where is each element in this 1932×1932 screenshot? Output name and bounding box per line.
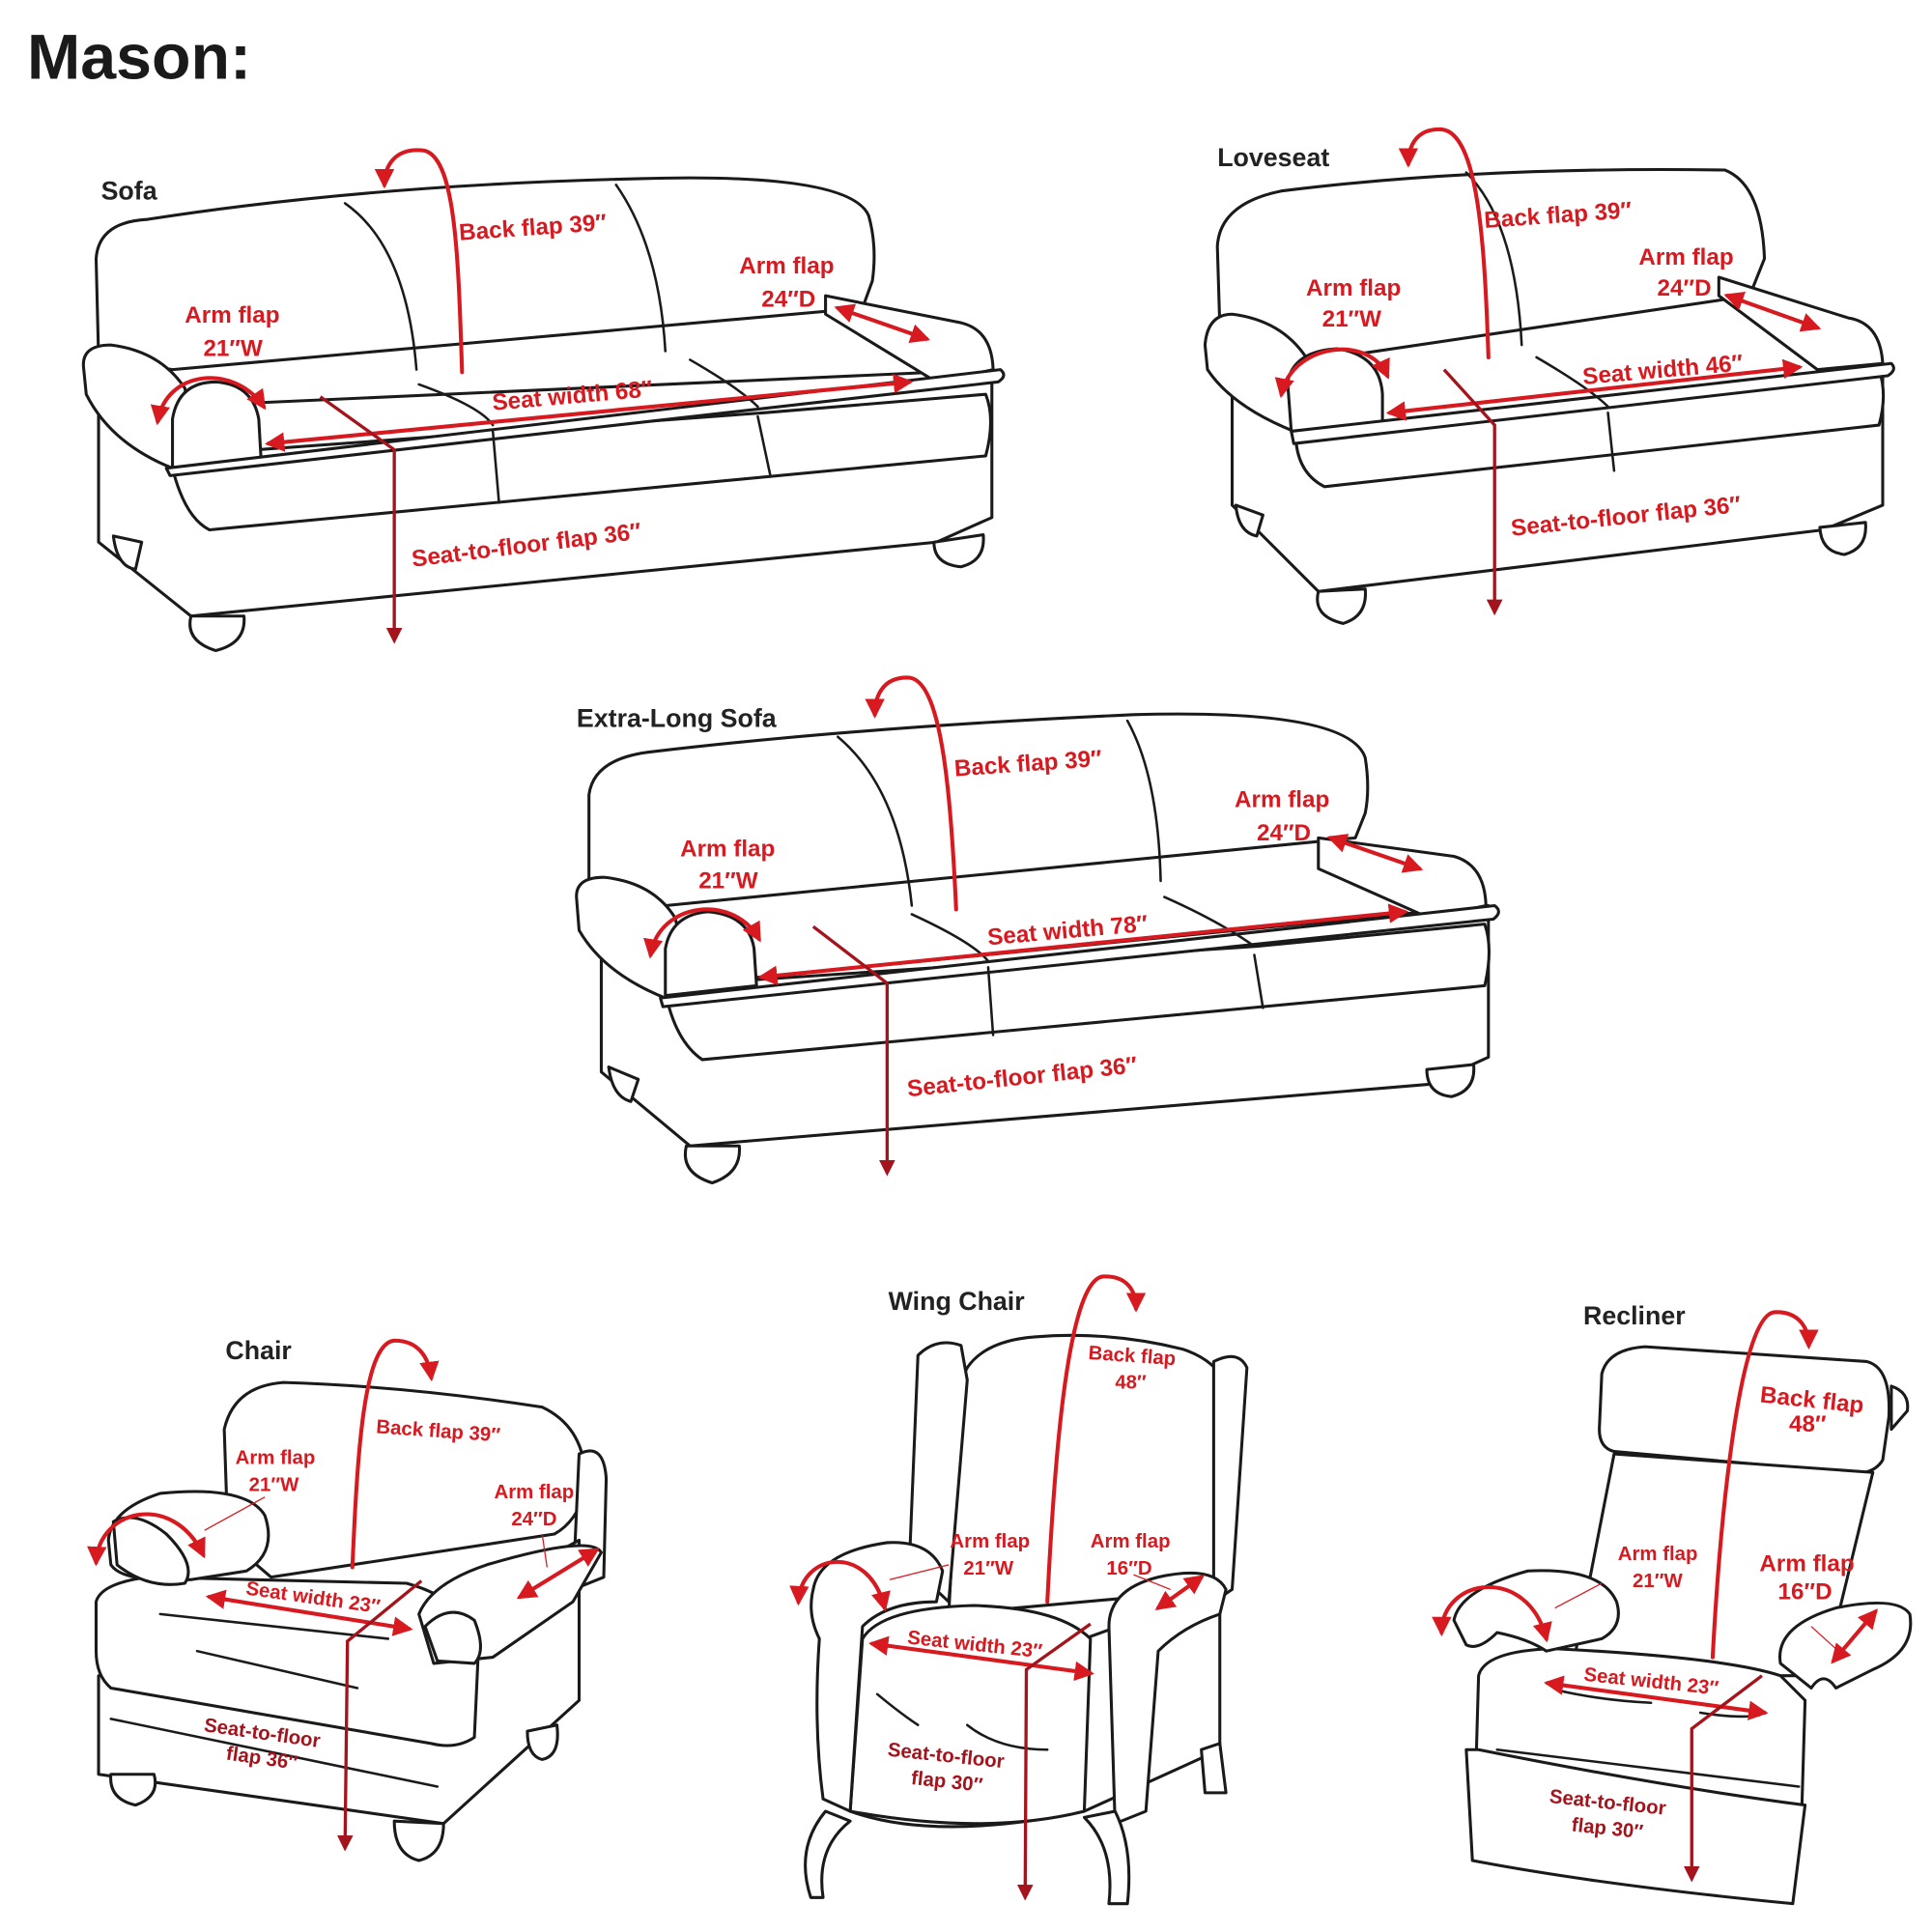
chair-drawing <box>94 1380 609 1862</box>
extra-long-sofa-arm-flap-w-value: 21″W <box>698 868 758 895</box>
recliner-arm-flap-d-label: Arm flap <box>1759 1550 1854 1577</box>
sofa-arm-flap-w-value: 21″W <box>203 336 263 362</box>
sofa-arm-width-arrow <box>150 376 267 426</box>
wing-chair-diagram: Wing Chair Back flap 48″ Arm flap 21″W A… <box>789 1274 1249 1906</box>
extra-long-sofa-arm-flap-d-value: 24″D <box>1257 820 1311 846</box>
chair-diagram: Chair Back flap 39″ Arm flap 21″W Arm fl… <box>87 1336 609 1862</box>
wing-chair-arm-width-arrow <box>789 1559 891 1612</box>
extra-long-sofa-seat-to-floor-arrow <box>811 924 895 1177</box>
extra-long-sofa-diagram: Extra-Long Sofa Back flap 39″ Arm flap 2… <box>575 675 1500 1185</box>
recliner-arm-depth-pointer <box>1810 1626 1839 1652</box>
sofa-arm-depth-arrow <box>834 303 931 344</box>
loveseat-arm-depth-arrow <box>1723 291 1822 332</box>
loveseat-arm-flap-w-label: Arm flap <box>1306 275 1401 301</box>
loveseat-diagram: Loveseat Back flap 39″ Arm flap 24″D Arm… <box>1203 127 1895 625</box>
chair-seat-to-floor-arrow <box>337 1579 423 1852</box>
wing-chair-arm-flap-d-label: Arm flap <box>1091 1531 1171 1552</box>
wing-chair-seat-to-floor-arrow <box>1017 1622 1092 1901</box>
recliner-seat-width-arrow <box>1543 1675 1769 1720</box>
wing-chair-seat-width-arrow <box>868 1635 1094 1682</box>
recliner-back-flap-value: 48″ <box>1789 1411 1827 1437</box>
wing-chair-arm-flap-w-value: 21″W <box>963 1558 1013 1579</box>
loveseat-arm-width-arrow <box>1274 347 1390 399</box>
sofa-arm-flap-d-label: Arm flap <box>739 253 834 279</box>
wing-chair-arm-flap-w-label: Arm flap <box>950 1531 1030 1552</box>
wing-chair-arm-depth-pointer <box>1133 1574 1171 1591</box>
chair-arm-flap-d-value: 24″D <box>511 1509 556 1530</box>
chair-arm-width-arrow <box>87 1512 206 1567</box>
sofa-back-flap-arrow <box>374 148 465 375</box>
loveseat-arm-flap-w-value: 21″W <box>1322 306 1382 332</box>
extra-long-sofa-back-flap-arrow <box>865 675 958 912</box>
loveseat-back-flap-arrow <box>1398 127 1491 359</box>
sofa-arm-flap-w-label: Arm flap <box>185 302 279 328</box>
extra-long-sofa-seat-width-arrow <box>757 903 1409 985</box>
sofa-arm-flap-d-value: 24″D <box>761 287 815 313</box>
sofa-label: Sofa <box>101 177 158 206</box>
recliner-drawing <box>1452 1345 1913 1906</box>
recliner-diagram: Recliner Back flap 48″ Arm flap 21″W Arm… <box>1432 1301 1913 1906</box>
recliner-arm-flap-w-label: Arm flap <box>1618 1544 1698 1565</box>
loveseat-seat-width-arrow <box>1385 358 1804 421</box>
wing-chair-arm-depth-arrow <box>1154 1575 1205 1610</box>
loveseat-arm-flap-d-value: 24″D <box>1658 275 1712 301</box>
recliner-arm-flap-w-value: 21″W <box>1633 1571 1683 1592</box>
chair-arm-depth-arrow <box>516 1548 600 1600</box>
extra-long-sofa-label: Extra-Long Sofa <box>577 704 778 733</box>
recliner-back-flap-arrow <box>1710 1310 1819 1660</box>
sofa-drawing <box>81 176 1006 652</box>
recliner-arm-depth-arrow <box>1831 1608 1878 1664</box>
loveseat-arm-flap-d-label: Arm flap <box>1638 244 1733 270</box>
sofa-seat-to-floor-arrow <box>319 395 403 644</box>
wing-chair-label: Wing Chair <box>889 1287 1026 1316</box>
chair-arm-depth-pointer <box>541 1533 548 1568</box>
extra-long-sofa-arm-flap-w-label: Arm flap <box>680 836 775 862</box>
chair-arm-width-pointer <box>204 1496 266 1531</box>
chair-arm-flap-w-label: Arm flap <box>236 1447 316 1468</box>
extra-long-sofa-arm-depth-arrow <box>1326 834 1424 873</box>
page-title: Mason: <box>27 22 251 94</box>
chair-arm-flap-d-label: Arm flap <box>494 1482 574 1503</box>
loveseat-seat-to-floor-arrow <box>1442 368 1503 616</box>
loveseat-label: Loveseat <box>1217 143 1329 172</box>
wing-chair-arm-flap-d-value: 16″D <box>1106 1558 1151 1579</box>
recliner-label: Recliner <box>1583 1301 1686 1330</box>
wing-chair-arm-width-pointer <box>889 1564 950 1580</box>
recliner-arm-width-arrow <box>1432 1584 1552 1643</box>
recliner-arm-flap-d-value: 16″D <box>1778 1579 1833 1605</box>
chair-seat-width-arrow <box>205 1589 413 1636</box>
wing-chair-back-flap-arrow <box>1045 1274 1147 1605</box>
wing-chair-back-flap-value: 48″ <box>1115 1373 1147 1394</box>
chair-arm-flap-w-value: 21″W <box>249 1474 299 1495</box>
chair-label: Chair <box>225 1336 292 1365</box>
recliner-arm-width-pointer <box>1554 1582 1603 1609</box>
extra-long-sofa-arm-width-arrow <box>643 907 761 959</box>
extra-long-sofa-arm-flap-d-label: Arm flap <box>1235 786 1329 812</box>
recliner-seat-to-floor-arrow <box>1683 1674 1763 1883</box>
sofa-seat-width-arrow <box>264 373 914 452</box>
sofa-diagram: Sofa Back flap 39″ Arm flap 24″D Arm fla… <box>81 148 1006 652</box>
chair-back-flap-arrow <box>350 1338 440 1570</box>
